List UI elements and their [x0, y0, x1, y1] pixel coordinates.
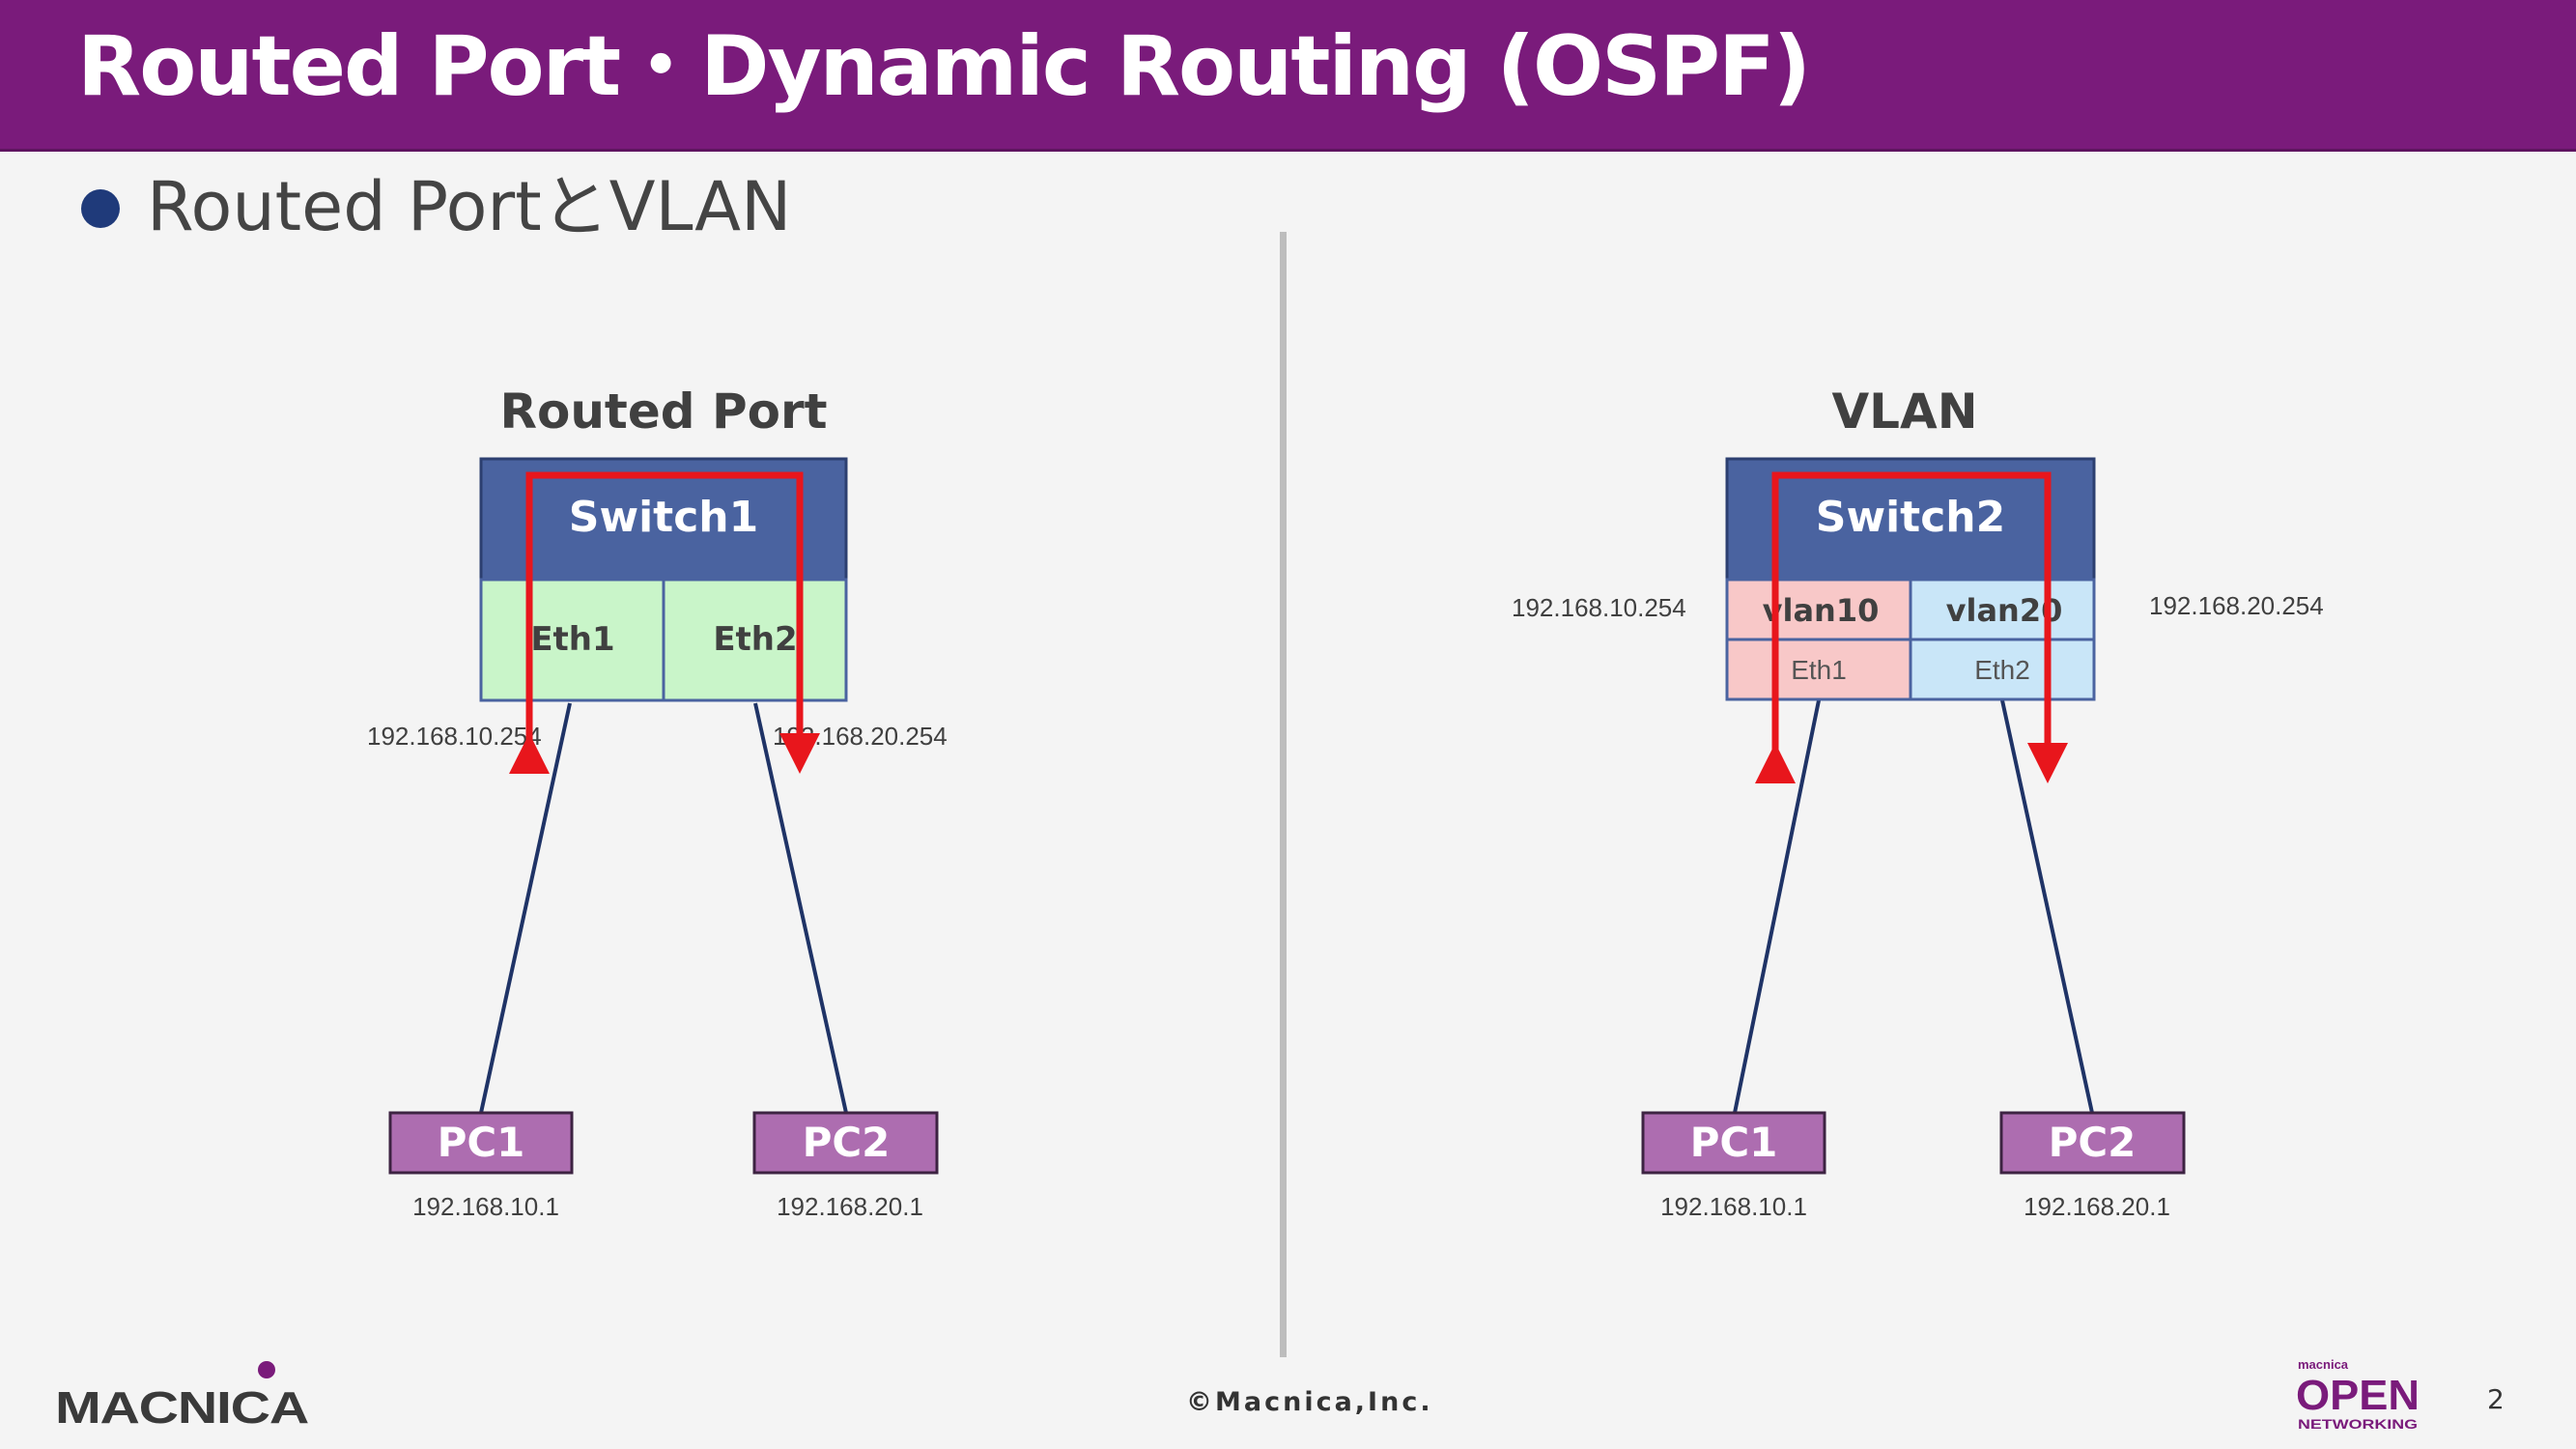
open-networking-logo: macnica OPEN NETWORKING [2296, 1357, 2420, 1432]
port-eth1 [1725, 638, 1912, 701]
port-eth1 [479, 578, 665, 702]
port-eth2-label: Eth2 [713, 620, 797, 659]
vlan10-ip: 192.168.10.254 [1512, 593, 1686, 622]
page-number: 2 [2487, 1383, 2505, 1415]
pc2-label: PC2 [803, 1119, 891, 1166]
port-eth2 [1909, 638, 2096, 701]
vlan20-label: vlan20 [1946, 592, 2063, 629]
pc2-label: PC2 [2049, 1119, 2137, 1166]
port-eth2-label: Eth2 [1974, 655, 2030, 685]
section-divider [1280, 232, 1287, 1357]
pc2-box [752, 1111, 939, 1175]
pc2-ip: 192.168.20.1 [2024, 1192, 2170, 1221]
port-eth1-label: Eth1 [530, 620, 614, 659]
macnica-logo-text: MACNICA [55, 1382, 308, 1430]
vlan-diagram: Switch2 vlan10 vlan20 Eth1 Eth2 192.168.… [1512, 457, 2324, 1221]
pc1-ip: 192.168.10.1 [412, 1192, 559, 1221]
pc1-label: PC1 [1690, 1119, 1778, 1166]
routed-port-title: Routed Port [499, 384, 828, 440]
slide-subtitle: Routed PortとVLAN [147, 167, 792, 246]
pc1-box [388, 1111, 574, 1175]
bullet-dot [81, 189, 120, 228]
open-logo-sub: NETWORKING [2298, 1416, 2418, 1432]
routing-arrow [509, 471, 820, 774]
pc1-label: PC1 [438, 1119, 525, 1166]
vlan-title: VLAN [1831, 384, 1978, 440]
link-eth2-pc2 [753, 702, 848, 1114]
pc1-box [1641, 1111, 1826, 1175]
switch1-label: Switch1 [569, 493, 758, 542]
vlan20-cell [1909, 578, 2096, 641]
slide-title: Routed Port・Dynamic Routing (OSPF) [77, 18, 1811, 115]
routed-port-diagram: Switch1 Eth1 Eth2 192.168.10.254 192.168… [367, 457, 948, 1221]
eth1-ip: 192.168.10.254 [367, 722, 542, 751]
macnica-logo: MACNICA [55, 1361, 309, 1430]
vlan10-cell [1725, 578, 1912, 641]
open-logo-small: macnica [2298, 1357, 2349, 1372]
routing-arrow [1755, 471, 2068, 783]
pc2-ip: 192.168.20.1 [777, 1192, 923, 1221]
port-eth2 [662, 578, 848, 702]
title-bar: Routed Port・Dynamic Routing (OSPF) [0, 0, 2576, 152]
vlan20-ip: 192.168.20.254 [2149, 591, 2324, 620]
switch2-label: Switch2 [1816, 493, 2005, 542]
pc1-ip: 192.168.10.1 [1660, 1192, 1807, 1221]
port-eth1-label: Eth1 [1791, 655, 1847, 685]
vlan10-label: vlan10 [1763, 592, 1880, 629]
open-logo-big: OPEN [2296, 1372, 2420, 1419]
pc2-box [1999, 1111, 2186, 1175]
copyright: ©Macnica,Inc. [1186, 1387, 1433, 1417]
link-eth1-pc1 [479, 702, 572, 1114]
